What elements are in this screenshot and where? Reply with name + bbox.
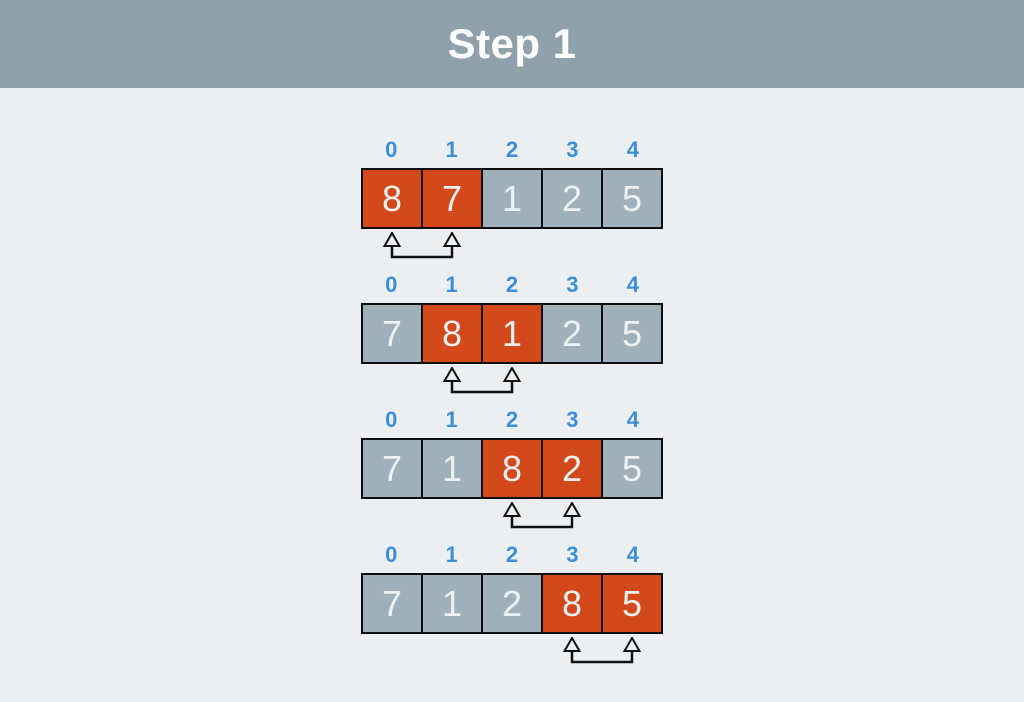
array-cell: 2 bbox=[541, 168, 603, 229]
index-labels: 0 1 2 3 4 bbox=[361, 408, 663, 434]
array-cell: 8 bbox=[421, 303, 483, 364]
array-cell: 8 bbox=[481, 438, 543, 499]
array-cell: 5 bbox=[601, 573, 663, 634]
index-label: 3 bbox=[566, 137, 579, 162]
index-label: 4 bbox=[626, 542, 639, 567]
index-label: 0 bbox=[385, 542, 398, 567]
index-label: 4 bbox=[626, 272, 639, 297]
index-label: 2 bbox=[505, 272, 519, 297]
index-label: 2 bbox=[505, 542, 519, 567]
index-label: 4 bbox=[626, 137, 639, 162]
array-cell: 2 bbox=[541, 438, 603, 499]
swap-arrow-icon bbox=[502, 502, 582, 529]
index-label: 4 bbox=[626, 407, 639, 432]
array-cell: 7 bbox=[361, 573, 423, 634]
array-cell: 2 bbox=[541, 303, 603, 364]
index-label: 3 bbox=[566, 272, 579, 297]
index-label: 0 bbox=[385, 137, 398, 162]
index-label: 3 bbox=[566, 542, 579, 567]
index-label: 2 bbox=[505, 407, 519, 432]
index-labels: 0 1 2 3 4 bbox=[361, 273, 663, 299]
array-cell: 8 bbox=[541, 573, 603, 634]
array-cell: 7 bbox=[361, 438, 423, 499]
swap-arrow-icon bbox=[382, 232, 462, 259]
index-label: 1 bbox=[445, 407, 458, 432]
array-cell: 7 bbox=[361, 303, 423, 364]
index-label: 0 bbox=[385, 272, 398, 297]
array-cell: 5 bbox=[601, 168, 663, 229]
swap-arrow-icon bbox=[442, 367, 522, 394]
index-label: 0 bbox=[385, 407, 398, 432]
index-labels: 0 1 2 3 4 bbox=[361, 543, 663, 569]
array-cell: 1 bbox=[481, 168, 543, 229]
array-cell: 1 bbox=[421, 573, 483, 634]
array-cell: 7 bbox=[421, 168, 483, 229]
array-cell: 8 bbox=[361, 168, 423, 229]
array-cell: 1 bbox=[421, 438, 483, 499]
step-title: Step 1 bbox=[447, 20, 577, 67]
array-cell: 2 bbox=[481, 573, 543, 634]
array-cell: 5 bbox=[601, 438, 663, 499]
array-cell: 5 bbox=[601, 303, 663, 364]
step-header: Step 1 bbox=[0, 0, 1024, 88]
index-label: 1 bbox=[445, 542, 458, 567]
swap-arrow-icon bbox=[562, 637, 642, 664]
index-labels: 0 1 2 3 4 bbox=[361, 138, 663, 164]
index-label: 2 bbox=[505, 137, 519, 162]
array-cell: 1 bbox=[481, 303, 543, 364]
index-label: 1 bbox=[445, 137, 458, 162]
index-label: 1 bbox=[445, 272, 458, 297]
index-label: 3 bbox=[566, 407, 579, 432]
